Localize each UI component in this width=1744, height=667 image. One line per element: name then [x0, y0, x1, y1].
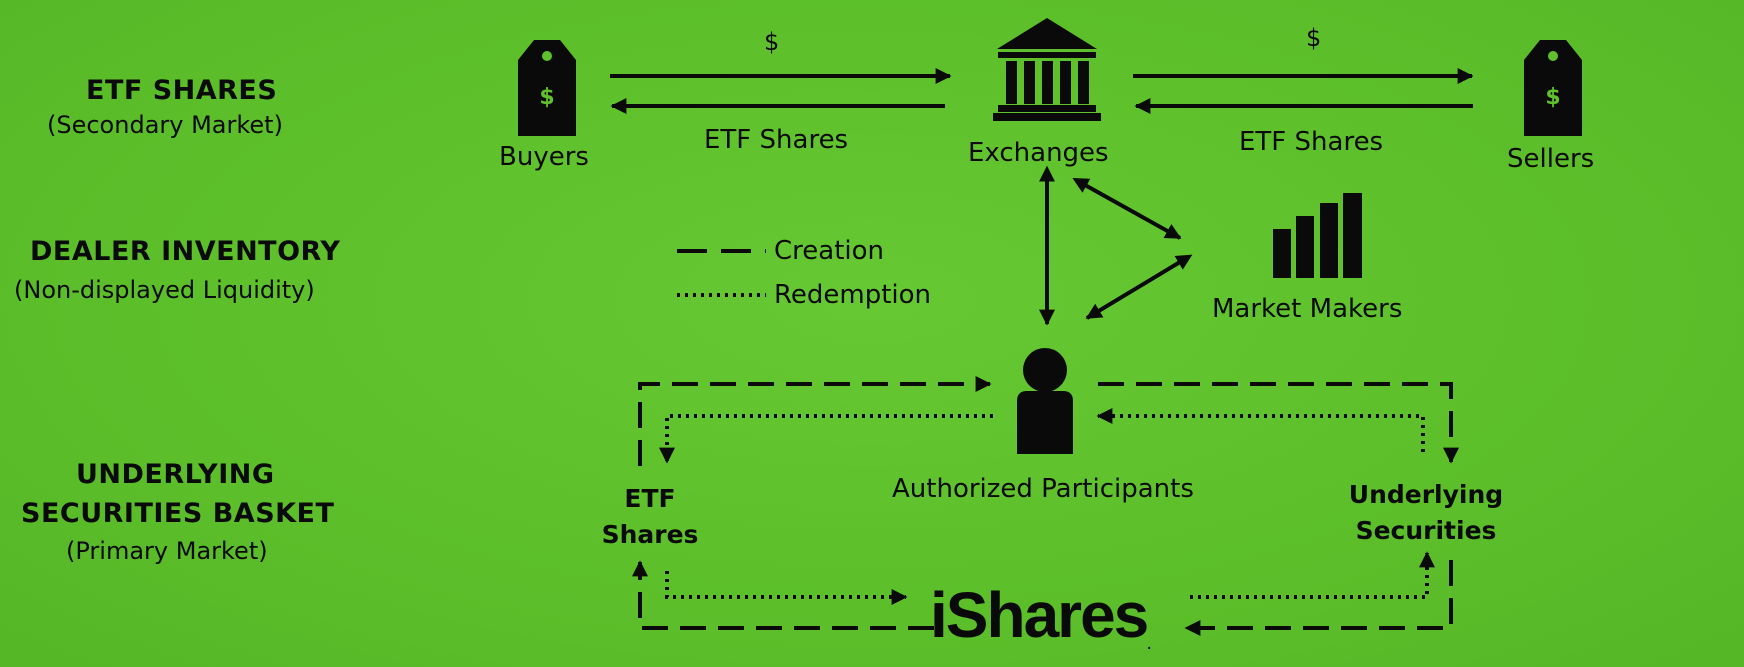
- row-subtitle-non-displayed-liquidity: (Non-displayed Liquidity): [14, 276, 315, 304]
- etf-shares-node-label: ETF Shares: [592, 481, 708, 553]
- redemption-flow-ap-to-etf: [659, 414, 993, 464]
- shares-label-left: ETF Shares: [704, 125, 849, 155]
- sellers-tag-symbol: $: [1545, 85, 1560, 110]
- ishares-logo-text: iShares: [930, 579, 1149, 651]
- legend-creation-label: Creation: [774, 236, 885, 266]
- redemption-flow-ishares-to-underlying: [1190, 551, 1435, 599]
- creation-flow-etf-to-ap: [638, 376, 992, 466]
- authorized-participants-label: Authorized Participants: [892, 474, 1194, 504]
- row-subtitle-primary-market: (Primary Market): [66, 537, 268, 565]
- authorized-participants-person-icon: [1017, 348, 1073, 454]
- buyers-tag-symbol: $: [539, 85, 554, 110]
- shares-label-right: ETF Shares: [1239, 127, 1384, 157]
- etf-shares-node-line2: Shares: [601, 520, 699, 549]
- sellers-price-tag-icon: $: [1524, 40, 1582, 136]
- row-subtitle-secondary-market: (Secondary Market): [47, 111, 283, 139]
- underlying-securities-node-label: Underlying Securities: [1345, 477, 1507, 549]
- creation-flow-ap-to-underlying: [1098, 382, 1459, 464]
- market-makers-label: Market Makers: [1212, 294, 1403, 324]
- creation-flow-ishares-to-etf: [632, 560, 934, 630]
- money-label-right: $: [1306, 24, 1322, 52]
- exchanges-label: Exchanges: [968, 138, 1109, 168]
- creation-flow-underlying-to-ishares: [1184, 560, 1453, 636]
- arrow-market-makers-authorized-participants: [1085, 254, 1193, 320]
- redemption-flow-underlying-to-ap: [1096, 408, 1425, 452]
- underlying-securities-node-line1: Underlying: [1348, 480, 1504, 509]
- exchanges-bank-building-icon: [993, 18, 1101, 121]
- row-title-dealer-inventory: DEALER INVENTORY: [30, 236, 341, 267]
- etf-shares-node-line1: ETF: [624, 484, 676, 513]
- buyers-label: Buyers: [499, 142, 589, 172]
- row-title-securities-basket: SECURITIES BASKET: [21, 498, 335, 529]
- ishares-logo: iShares.: [930, 578, 1151, 652]
- sellers-label: Sellers: [1507, 144, 1595, 174]
- arrow-exchanges-market-makers: [1072, 177, 1182, 240]
- ishares-logo-dot: .: [1147, 636, 1151, 652]
- buyers-price-tag-icon: $: [518, 40, 576, 136]
- market-makers-bar-chart-icon: [1273, 193, 1362, 278]
- redemption-flow-etf-to-ishares: [665, 571, 908, 605]
- row-title-etf-shares: ETF SHARES: [86, 75, 278, 106]
- legend-redemption-label: Redemption: [774, 280, 932, 310]
- money-label-left: $: [764, 28, 780, 56]
- row-title-underlying: UNDERLYING: [76, 459, 275, 490]
- underlying-securities-node-line2: Securities: [1355, 516, 1497, 545]
